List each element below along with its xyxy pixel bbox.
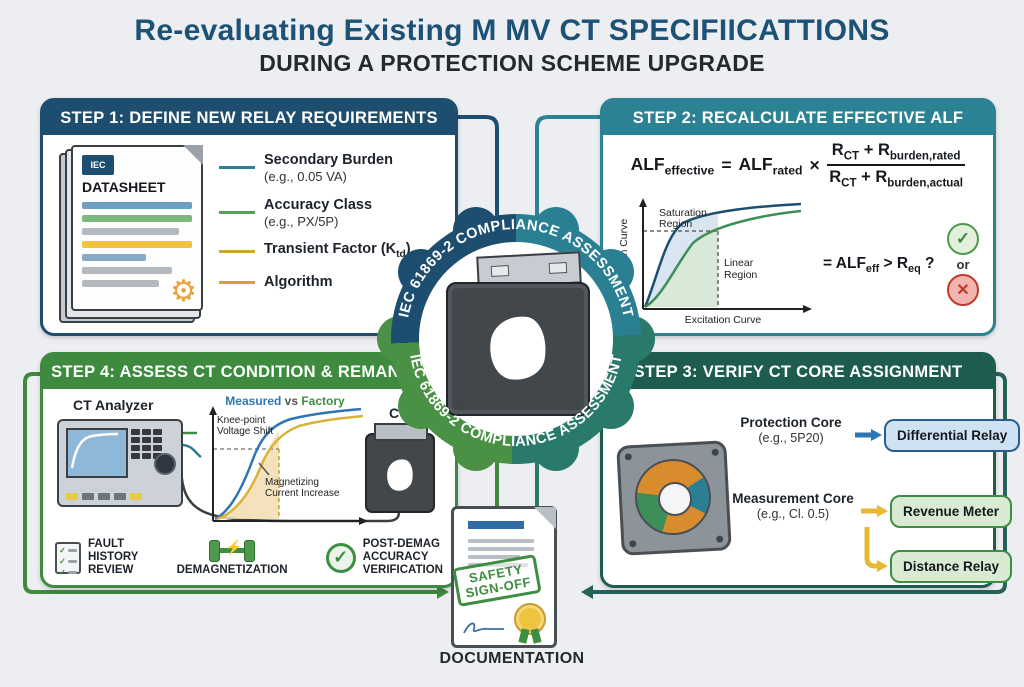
check-icon: ✓ — [325, 542, 356, 573]
compliance-badge: IEC 61869-2 COMPLIANCE ASSESSMENT IEC 61… — [377, 207, 655, 471]
step1-body: IEC DATASHEET ⚙ Secondary Burden — [43, 135, 477, 349]
protection-core-label: Protection Core (e.g., 5P20) — [740, 415, 842, 445]
page-fold-corner — [183, 145, 203, 165]
datasheet-line — [82, 280, 159, 287]
badge-ring-text: IEC 61869-2 COMPLIANCE ASSESSMENT IEC 61… — [396, 217, 635, 450]
list-item: Transient Factor (Ktd) — [219, 240, 471, 262]
cross-icon: ✕ — [947, 274, 979, 306]
differential-relay-pill: Differential Relay — [884, 419, 1021, 452]
checklist-icon: ✓ ✓ ✓ — [55, 541, 81, 576]
post-demag-item: ✓ POST-DEMAG ACCURACY VERIFICATION — [325, 538, 443, 577]
svg-text:IEC 61869-2 COMPLIANCE ASSESSM: IEC 61869-2 COMPLIANCE ASSESSMENT — [396, 217, 635, 319]
x-axis-label: Excitation Curve — [685, 314, 762, 326]
datasheet-line — [82, 215, 192, 222]
step4-header: STEP 4: ASSESS CT CONDITION & REMANENCE — [43, 355, 455, 389]
signature — [463, 622, 504, 634]
svg-text:Voltage Shift: Voltage Shift — [217, 426, 273, 437]
step4-body: CT Analyzer Measured vs Factory — [43, 389, 455, 585]
step3-header: STEP 3: VERIFY CT CORE ASSIGNMENT — [603, 355, 993, 389]
documentation-illustration: SAFETY SIGN-OFF — [451, 506, 557, 648]
step1-header: STEP 1: DEFINE NEW RELAY REQUIREMENTS — [43, 101, 455, 135]
datasheet-line — [82, 202, 192, 209]
datasheet-line — [82, 267, 173, 274]
page-fold-corner — [534, 507, 556, 529]
analyzer-screen — [66, 428, 128, 478]
step4-box: STEP 4: ASSESS CT CONDITION & REMANENCE … — [40, 352, 458, 588]
item-title: Secondary Burden — [264, 152, 393, 168]
check-icon: ✓ — [947, 223, 979, 255]
ct-illustration — [365, 423, 435, 513]
datasheet-line — [82, 254, 146, 261]
or-label: or — [956, 257, 970, 272]
datasheet-line — [82, 228, 179, 235]
distance-relay-pill: Distance Relay — [890, 550, 1013, 583]
datasheet-illustration: IEC DATASHEET ⚙ — [59, 145, 217, 323]
alf-condition: = ALFeff > Req ? — [823, 255, 935, 276]
magnetizing-label: Magnetizing — [265, 477, 319, 488]
knee-point-label: Knee-point — [217, 415, 266, 426]
demagnetizer-icon: ⚡ — [209, 538, 256, 563]
item-title: Accuracy Class — [264, 196, 373, 213]
revenue-meter-pill: Revenue Meter — [890, 495, 1013, 528]
demagnetization-item: ⚡ DEMAGNETIZATION — [176, 538, 288, 577]
gear-icon: ⚙ — [170, 275, 197, 308]
ct-analyzer-label: CT Analyzer — [73, 397, 154, 413]
svg-text:Region: Region — [659, 218, 692, 230]
item-subtitle: (e.g., PX/5P) — [264, 213, 339, 229]
list-item: Accuracy Class (e.g., PX/5P) — [219, 196, 471, 230]
list-item: Algorithm — [219, 273, 471, 291]
formula-fraction: RCT + Rburden,rated RCT + Rburden,actual — [826, 141, 966, 190]
item-title: Algorithm — [264, 274, 333, 291]
datasheet-title: DATASHEET — [82, 179, 166, 195]
connector-tick — [219, 249, 255, 253]
step2-header: STEP 2: RECALCULATE EFFECTIVE ALF — [603, 101, 993, 135]
item-subtitle: (e.g., 0.05 VA) — [264, 169, 347, 185]
step1-item-list: Secondary Burden (e.g., 0.05 VA) Accurac… — [217, 145, 471, 343]
analyzer-knob — [154, 453, 176, 475]
safety-sign-off-stamp: SAFETY SIGN-OFF — [452, 553, 542, 608]
linear-region-label: Linear — [724, 257, 754, 269]
step3-box: STEP 3: VERIFY CT CORE ASSIGNMENT Protec… — [600, 352, 1021, 588]
page-subtitle: DURING A PROTECTION SCHEME UPGRADE — [259, 50, 765, 76]
svg-text:Region: Region — [724, 269, 757, 281]
analyzer-buttons — [66, 493, 142, 500]
pass-fail-indicator: ✓ or ✕ — [947, 223, 979, 306]
chart-title: Measured vs Factory — [225, 394, 345, 408]
ct-illustration-center — [446, 282, 590, 416]
list-item: Secondary Burden (e.g., 0.05 VA) — [219, 151, 471, 185]
knee-point-chart: Measured vs Factory Knee-point Voltage S… — [209, 394, 368, 525]
iec-logo: IEC — [82, 155, 114, 175]
item-title: Transient Factor (Ktd) — [264, 241, 411, 261]
step3-body: Protection Core (e.g., 5P20) Differentia… — [603, 389, 1021, 585]
step2-body: ALFeffective = ALFrated × RCT + Rburden,… — [603, 135, 993, 333]
svg-text:Current Increase: Current Increase — [265, 488, 340, 499]
alf-formula: ALFeffective = ALFrated × RCT + Rburden,… — [603, 141, 993, 190]
bolt-icon: ⚡ — [225, 539, 243, 556]
saturation-region-label: Saturation — [659, 207, 707, 219]
step2-box: STEP 2: RECALCULATE EFFECTIVE ALF ALFeff… — [600, 98, 996, 336]
ring-text-top: IEC 61869-2 COMPLIANCE ASSESSMENT — [396, 217, 635, 319]
fault-history-item: ✓ ✓ ✓ FAULT HISTORY REVIEW — [55, 538, 138, 577]
step4-footer: ✓ ✓ ✓ FAULT HISTORY REVIEW ⚡ DEMAGNETIZA… — [55, 538, 443, 577]
measurement-core-label: Measurement Core (e.g., Cl. 0.5) — [732, 491, 854, 521]
svg-text:IEC 61869-2 COMPLIANCE ASSESSM: IEC 61869-2 COMPLIANCE ASSESSMENT — [406, 353, 625, 450]
page-title: Re-evaluating Existing M MV CT SPECIFIIC… — [134, 14, 890, 47]
connector-tick — [219, 280, 255, 284]
document-title-bar — [468, 521, 524, 529]
step1-box: STEP 1: DEFINE NEW RELAY REQUIREMENTS IE… — [40, 98, 458, 336]
connector-tick — [219, 211, 255, 215]
badge-inner — [419, 242, 613, 436]
datasheet-front-page: IEC DATASHEET ⚙ — [71, 145, 203, 311]
documentation-label: DOCUMENTATION — [439, 650, 585, 667]
ring-text-bottom: IEC 61869-2 COMPLIANCE ASSESSMENT — [406, 353, 625, 450]
ct-analyzer-illustration — [57, 419, 183, 507]
datasheet-line — [82, 241, 192, 248]
core-assignment-arrows — [855, 429, 888, 572]
connector-tick — [219, 166, 255, 170]
award-seal-icon — [514, 603, 546, 644]
